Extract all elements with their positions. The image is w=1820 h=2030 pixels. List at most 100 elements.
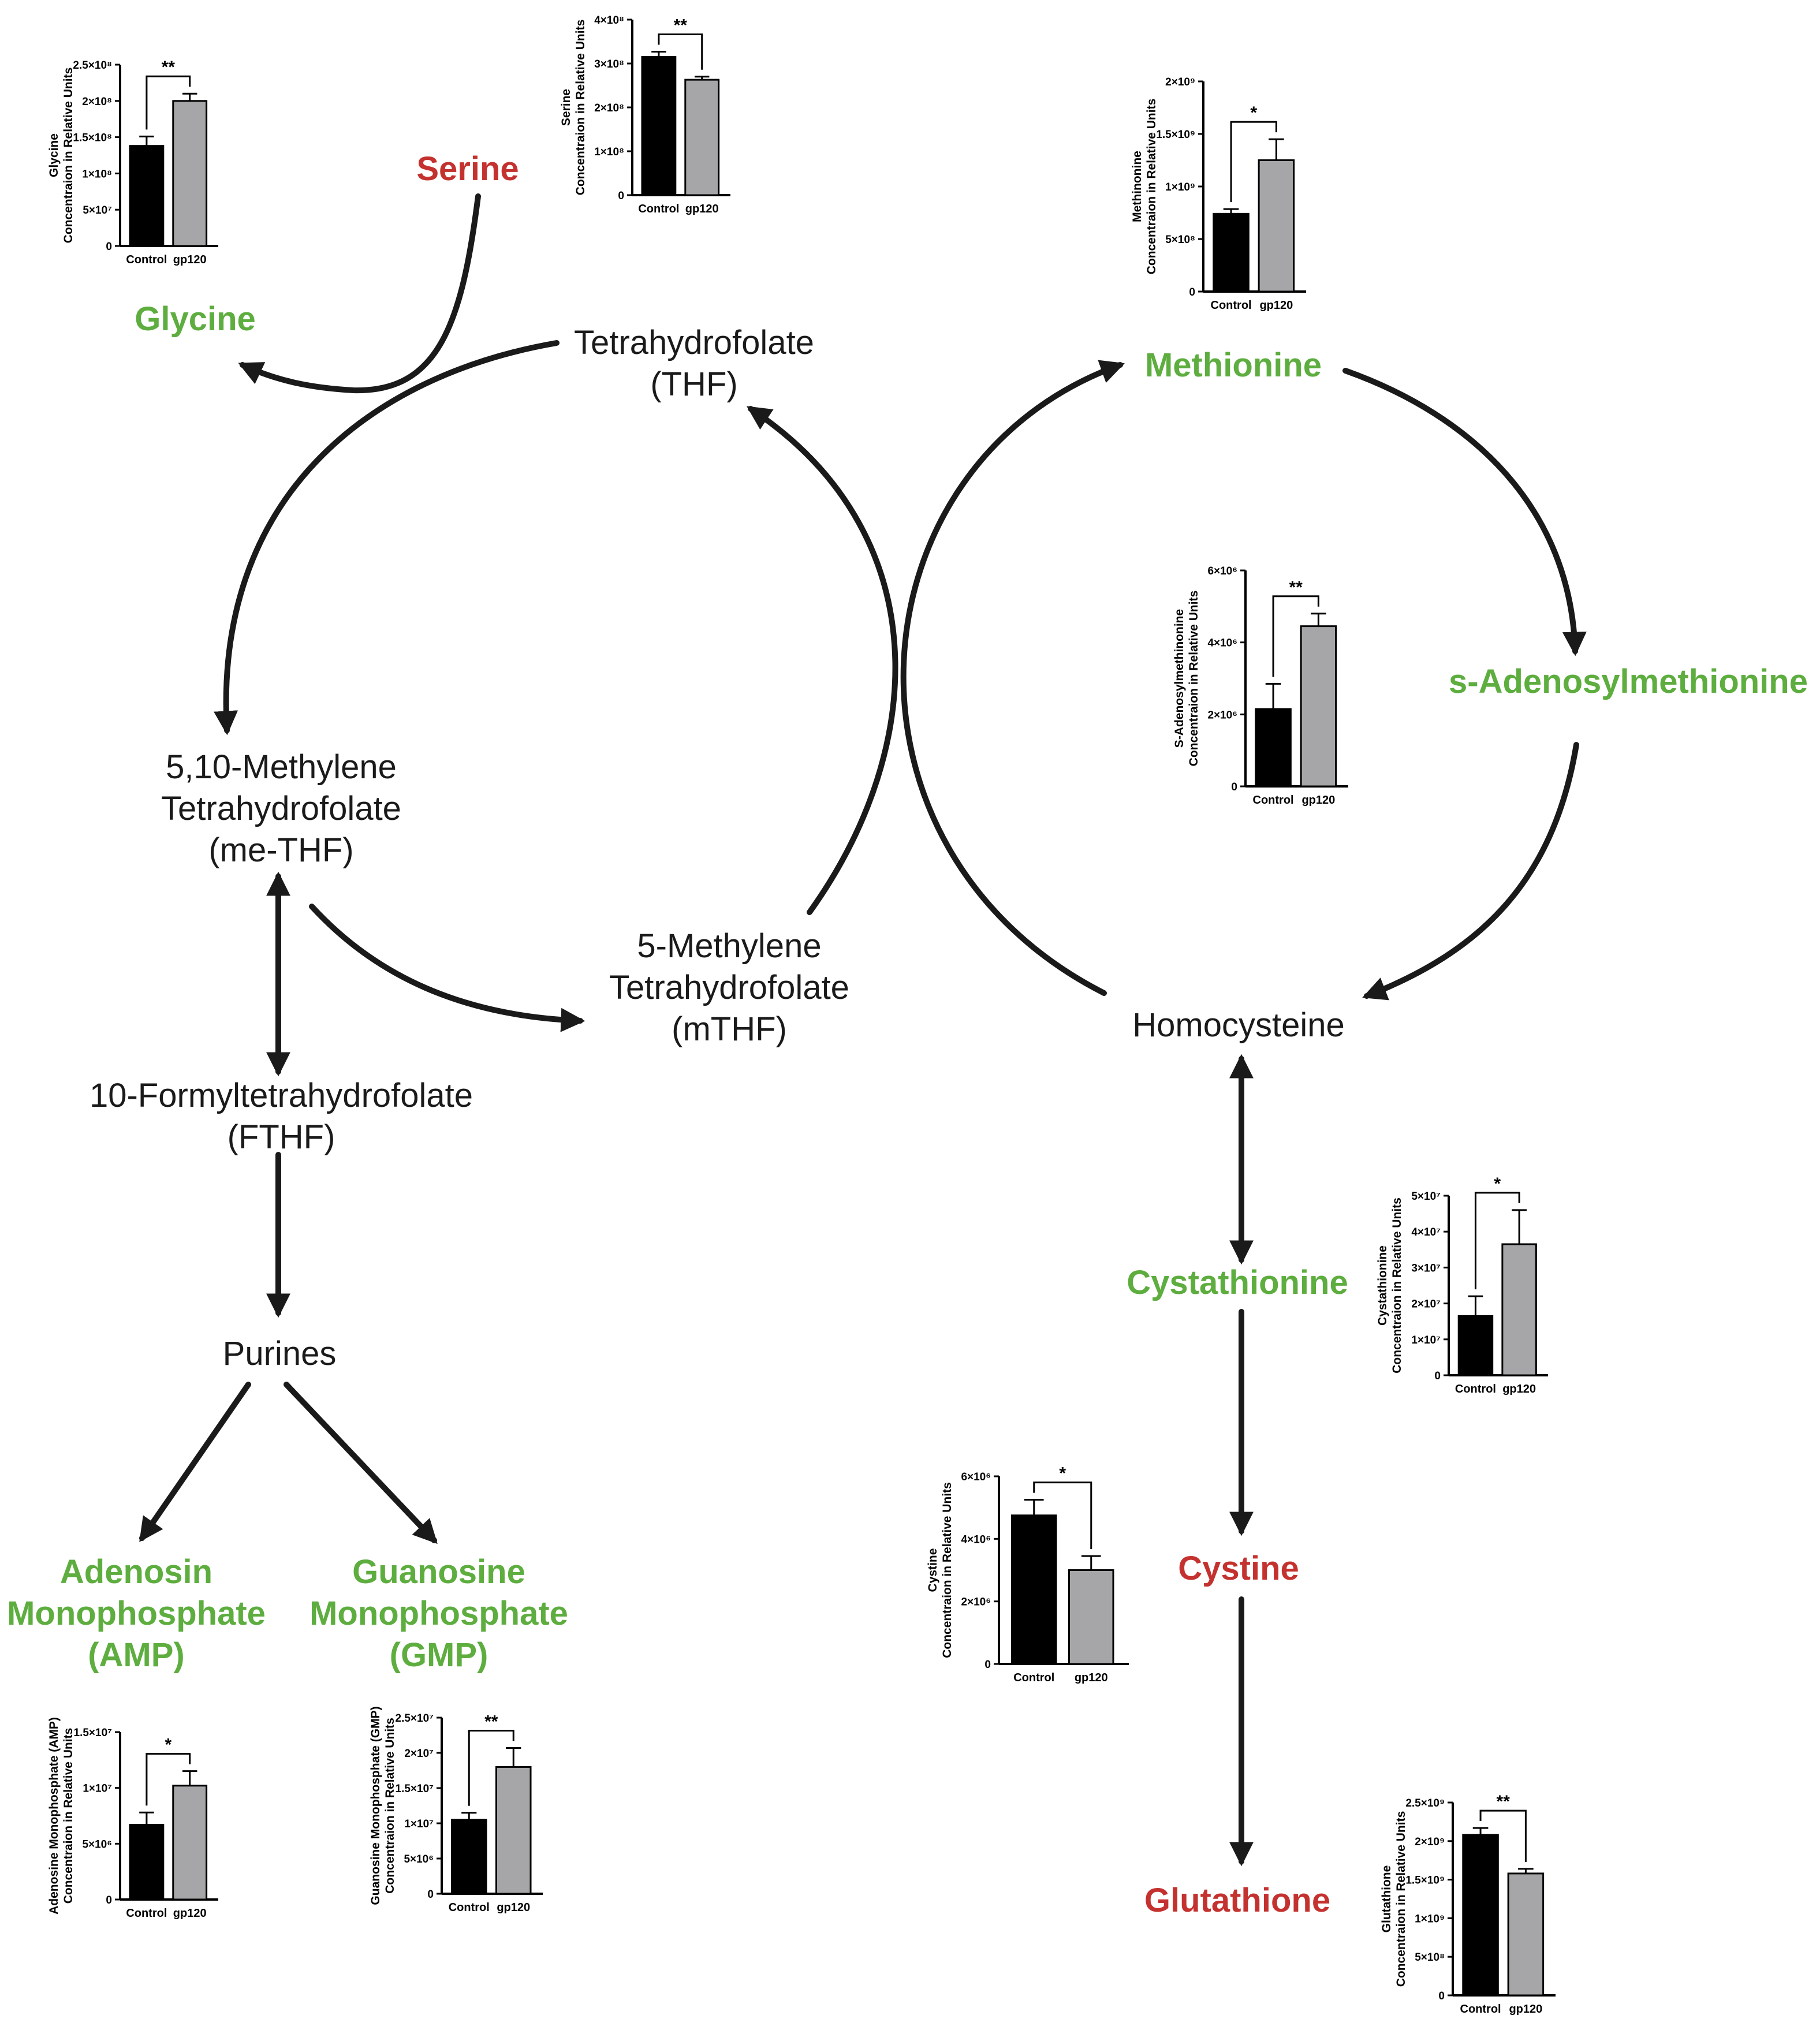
bar-control — [451, 1819, 487, 1895]
y-tick-label: 1.5×10⁹ — [1405, 1875, 1445, 1887]
arrow-serine-to-glycine — [238, 193, 481, 394]
y-axis-label: Guanosine Monophosphate (GMP) — [369, 1706, 382, 1905]
arrow-purines-to-amp — [139, 1382, 251, 1542]
y-tick-label: 2×10⁷ — [404, 1748, 434, 1760]
y-axis-label: Concentraion in Relative Units — [62, 68, 75, 244]
significance-label: ** — [1497, 1792, 1511, 1811]
arrow-me-thf-to-mthf — [309, 904, 585, 1032]
significance-bracket — [468, 1729, 514, 1806]
bar-gp120 — [1068, 1569, 1114, 1665]
y-tick-label: 0 — [1434, 1370, 1441, 1382]
bar-gp120 — [1258, 159, 1295, 293]
category-label: gp120 — [1075, 1671, 1108, 1684]
y-axis-label: Glutathione — [1380, 1865, 1393, 1933]
y-axis-label: Adenosine Monophosphate (AMP) — [47, 1717, 61, 1915]
y-tick-label: 5×10⁸ — [1165, 234, 1195, 246]
y-tick-label: 1×10⁸ — [82, 168, 112, 180]
y-tick-label: 2×10⁶ — [1207, 709, 1237, 721]
node-homocysteine: Homocysteine — [1132, 1006, 1344, 1044]
significance-label: * — [1250, 103, 1257, 122]
y-tick-label: 0 — [1189, 286, 1195, 298]
node-me-thf-line2: Tetrahydrofolate — [161, 790, 401, 827]
arrow-purines-to-gmp — [284, 1382, 438, 1544]
category-label: Control — [638, 203, 679, 215]
y-tick-label: 3×10⁷ — [1411, 1262, 1441, 1274]
significance-bracket — [1272, 595, 1319, 677]
y-axis-label: S-Adenosylmethinonine — [1173, 609, 1186, 748]
arrow-methionine-to-sam — [1342, 368, 1587, 656]
node-glutathione: Glutathione — [1144, 1882, 1330, 1919]
y-tick-label: 5×10⁶ — [404, 1853, 434, 1865]
y-tick-label: 1.5×10⁷ — [396, 1783, 434, 1795]
arrow-mthf-to-thf — [747, 406, 898, 915]
node-purines: Purines — [223, 1335, 337, 1372]
category-label: gp120 — [1509, 2003, 1542, 2016]
category-label: Control — [1013, 1671, 1054, 1684]
y-tick-label: 0 — [106, 1894, 112, 1906]
category-label: Control — [126, 253, 167, 266]
y-tick-label: 4×10⁷ — [1411, 1226, 1441, 1238]
node-amp-line1: Adenosin — [60, 1553, 212, 1591]
bar-gp120 — [1300, 625, 1337, 788]
category-label: gp120 — [173, 1907, 207, 1920]
significance-label: * — [1494, 1174, 1501, 1193]
y-axis-label: Concentraion in Relative Units — [574, 20, 587, 196]
y-axis-label: Cystine — [926, 1548, 939, 1592]
significance-label: ** — [162, 58, 176, 77]
node-me-thf-line1: 5,10-Methylene — [166, 748, 397, 786]
y-tick-label: 6×10⁶ — [961, 1471, 991, 1483]
bar-control — [641, 56, 677, 196]
node-fthf-line2: (FTHF) — [228, 1118, 335, 1156]
y-tick-label: 2×10⁶ — [961, 1596, 991, 1609]
y-axis-label: Concentraion in Relative Units — [1187, 591, 1200, 767]
y-tick-label: 4×10⁶ — [1207, 637, 1237, 650]
y-tick-label: 2.5×10⁹ — [1405, 1797, 1445, 1809]
y-axis-label: Methinonine — [1131, 151, 1144, 222]
significance-bracket — [1033, 1482, 1092, 1550]
arrow-sam-to-homocysteine — [1362, 742, 1579, 1001]
y-tick-label: 0 — [618, 190, 624, 202]
y-tick-label: 3×10⁸ — [594, 58, 624, 70]
y-tick-label: 2.5×10⁷ — [396, 1712, 434, 1725]
y-axis-label: Glycine — [47, 133, 61, 177]
y-axis-label: Concentraion in Relative Units — [1390, 1197, 1404, 1374]
y-tick-label: 1.5×10⁷ — [74, 1727, 113, 1739]
node-cystine: Cystine — [1178, 1550, 1299, 1587]
category-label: Control — [1253, 794, 1294, 807]
bar-control — [1462, 1834, 1499, 1997]
node-glycine: Glycine — [135, 300, 256, 338]
bar-gp120 — [172, 100, 208, 247]
category-label: gp120 — [685, 203, 719, 215]
bar-control — [1457, 1315, 1494, 1376]
category-label: gp120 — [1502, 1383, 1536, 1395]
y-axis-label: Concentraion in Relative Units — [1145, 99, 1158, 275]
y-axis-label: Serine — [560, 89, 573, 126]
y-tick-label: 0 — [427, 1889, 434, 1901]
node-gmp-line2: Monophosphate — [309, 1595, 568, 1632]
node-cystathionine: Cystathionine — [1127, 1264, 1348, 1301]
significance-bracket — [146, 75, 191, 130]
category-label: Control — [1455, 1383, 1496, 1395]
y-tick-label: 5×10⁷ — [83, 204, 112, 217]
significance-label: ** — [484, 1712, 498, 1731]
bar-control — [129, 1823, 165, 1901]
y-tick-label: 0 — [1438, 1990, 1445, 2002]
y-tick-label: 5×10⁶ — [82, 1838, 112, 1850]
category-label: gp120 — [1259, 299, 1293, 312]
y-axis-label: Concentraion in Relative Units — [941, 1482, 954, 1658]
y-tick-label: 1.5×10⁸ — [73, 132, 112, 144]
y-tick-label: 0 — [1231, 781, 1237, 793]
bar-control — [1213, 212, 1250, 293]
y-tick-label: 1×10⁷ — [83, 1783, 112, 1795]
category-label: gp120 — [497, 1901, 530, 1914]
y-tick-label: 1×10⁹ — [1165, 181, 1195, 193]
y-axis-label: Concentraion in Relative Units — [1394, 1811, 1408, 1987]
